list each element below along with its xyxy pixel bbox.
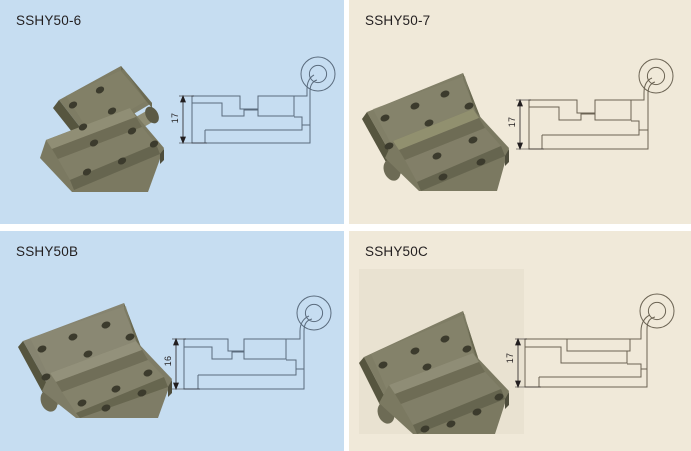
hinge-leaf-upper	[359, 311, 481, 407]
technical-drawing-sshy50b: 16	[163, 291, 338, 401]
technical-drawing-sshy50-7: 17	[507, 55, 677, 165]
product-label-sshy50-6: SSHY50-6	[16, 13, 82, 28]
technical-drawing-sshy50c: 17	[505, 289, 685, 404]
dimension-label-sshy50c: 17	[505, 352, 515, 364]
hinge-leaf-upper	[53, 66, 152, 147]
hinge-leaf-lower	[42, 341, 172, 418]
product-panel-sshy50-7[interactable]: SSHY50-7	[349, 0, 691, 224]
product-label-sshy50b: SSHY50B	[16, 244, 79, 259]
dimension-label-sshy50b: 16	[163, 355, 173, 367]
hinge-screw-holes	[380, 90, 486, 181]
hinge-screw-holes	[37, 321, 153, 412]
product-panel-sshy50c[interactable]: SSHY50C	[349, 231, 691, 451]
product-photo-sshy50b	[18, 273, 188, 418]
hinge-leaf-upper	[362, 73, 483, 164]
product-photo-sshy50c	[359, 269, 524, 434]
hinge-leaf-lower	[385, 109, 509, 191]
product-label-sshy50-7: SSHY50-7	[365, 13, 431, 28]
product-panel-sshy50-6[interactable]: SSHY50-6	[0, 0, 344, 224]
hinge-screw-holes	[68, 86, 159, 176]
technical-drawing-sshy50-6: 17	[170, 55, 336, 160]
hinge-screw-holes	[378, 335, 504, 433]
product-photo-sshy50-7	[357, 36, 527, 191]
product-photo-sshy50-6	[26, 48, 176, 193]
product-panel-sshy50b[interactable]: SSHY50B	[0, 231, 344, 451]
dimension-label-sshy50-7: 17	[507, 116, 517, 128]
dimension-label-sshy50-6: 17	[170, 112, 180, 124]
product-label-sshy50c: SSHY50C	[365, 244, 428, 259]
